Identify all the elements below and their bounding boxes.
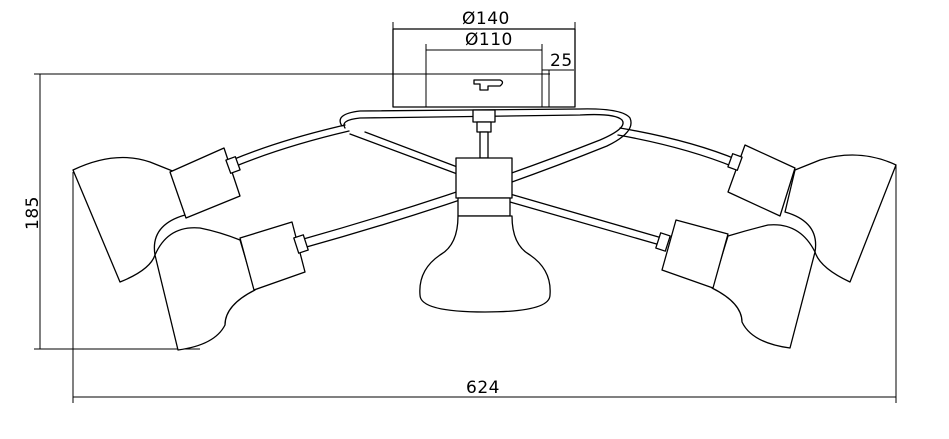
outer-diameter-dimension: Ø140 xyxy=(392,9,576,36)
width-label: 624 xyxy=(466,378,500,398)
inner-diameter-label: Ø110 xyxy=(465,30,513,50)
inner-diameter-dimension: Ø110 xyxy=(425,30,543,56)
lamp-upper-left xyxy=(72,147,241,283)
center-stem xyxy=(472,109,496,159)
front-cross-arm xyxy=(299,108,632,249)
lamp-upper-right xyxy=(727,144,897,283)
canopy-depth-dimension: 25 xyxy=(542,51,574,108)
lamp-lower-right xyxy=(655,219,816,349)
height-dimension: 185 xyxy=(23,73,550,350)
height-label: 185 xyxy=(23,196,43,230)
canopy-depth-label: 25 xyxy=(550,51,573,71)
lamp-center xyxy=(419,157,551,313)
width-dimension: 624 xyxy=(72,165,897,403)
outer-diameter-label: Ø140 xyxy=(462,9,510,29)
lamp-lower-left xyxy=(154,221,309,351)
back-arms xyxy=(231,124,739,246)
